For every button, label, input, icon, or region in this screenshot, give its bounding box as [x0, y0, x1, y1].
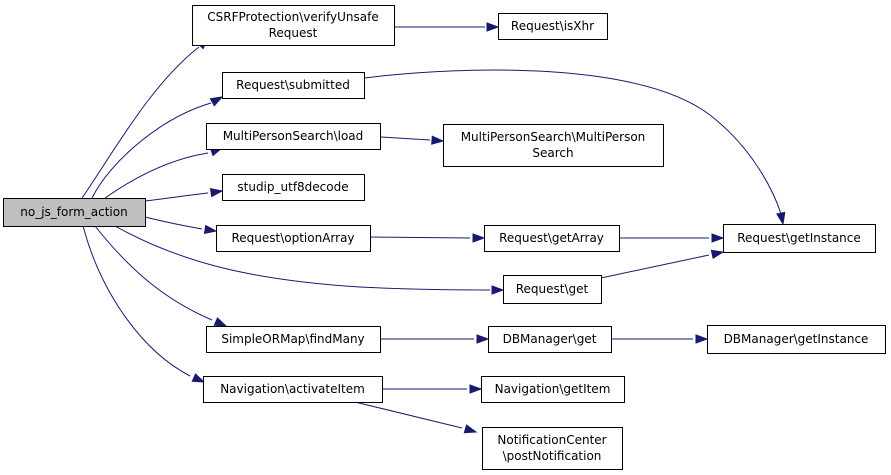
node-getitem[interactable]: Navigation\getItem: [481, 376, 625, 403]
node-box: [192, 5, 395, 46]
edge-optarr-to-getarr: [369, 233, 486, 243]
edge-root-to-submitted: [91, 96, 224, 199]
node-box: [481, 376, 625, 403]
node-box: [3, 198, 146, 227]
node-label: \postNotification: [503, 449, 602, 463]
node-label: Request\getArray: [499, 231, 604, 245]
node-activate[interactable]: Navigation\activateItem: [203, 376, 383, 403]
call-graph-edges: [81, 22, 786, 434]
edge-csrf-to-isxhr: [394, 22, 500, 32]
node-getarr[interactable]: Request\getArray: [484, 225, 620, 252]
node-label: Request\submitted: [236, 78, 350, 92]
node-notif[interactable]: NotificationCenter \postNotification: [482, 427, 623, 470]
call-graph-nodes: no_js_form_action CSRFProtection\verifyUn…: [3, 5, 886, 470]
node-label: CSRFProtection\verifyUnsafe: [207, 10, 378, 24]
node-label: Request: [269, 26, 318, 40]
node-box: [707, 325, 886, 354]
node-box: [222, 174, 365, 201]
edge-root-to-utf8: [144, 187, 224, 202]
node-label: DBManager\get: [503, 332, 597, 346]
node-utf8[interactable]: studip_utf8decode: [222, 174, 365, 201]
node-label: Request\get: [516, 282, 589, 296]
edge-reqget-to-getinst: [600, 249, 725, 279]
node-box: [503, 275, 602, 304]
node-label: DBManager\getInstance: [724, 332, 869, 346]
edge-root-to-reqget: [114, 225, 505, 295]
node-root[interactable]: no_js_form_action: [3, 198, 146, 227]
node-label: MultiPersonSearch\MultiPerson: [461, 130, 646, 144]
node-label: Navigation\getItem: [495, 382, 611, 396]
node-box: [203, 376, 383, 403]
edge-activate-to-notif: [354, 401, 478, 434]
node-optarr[interactable]: Request\optionArray: [216, 225, 371, 252]
node-label: Navigation\activateItem: [220, 382, 365, 396]
edge-root-to-optarr: [144, 216, 218, 235]
edge-submitted-to-getinst: [363, 69, 786, 226]
edge-root-to-findmany: [94, 225, 228, 327]
node-label: Request\isXhr: [511, 19, 594, 33]
edge-root-to-mpsload: [104, 147, 224, 199]
node-label: NotificationCenter: [497, 433, 606, 447]
edge-dbget-to-dbinst: [611, 334, 709, 344]
edge-mpsload-to-mps: [379, 135, 445, 145]
node-dbinst[interactable]: DBManager\getInstance: [707, 325, 886, 354]
edge-root-to-activate: [82, 225, 206, 383]
node-box: [206, 326, 381, 353]
edge-findmany-to-dbget: [380, 334, 490, 344]
node-label: SimpleORMap\findMany: [221, 332, 364, 346]
node-getinst[interactable]: Request\getInstance: [723, 224, 876, 253]
node-box: [222, 72, 365, 99]
node-dbget[interactable]: DBManager\get: [488, 326, 612, 353]
node-reqget[interactable]: Request\get: [503, 275, 602, 304]
node-isxhr[interactable]: Request\isXhr: [498, 13, 608, 40]
node-box: [443, 124, 664, 167]
node-label: studip_utf8decode: [237, 180, 348, 194]
node-label: MultiPersonSearch\load: [223, 129, 364, 143]
node-submitted[interactable]: Request\submitted: [222, 72, 365, 99]
node-box: [206, 123, 381, 150]
node-box: [484, 225, 620, 252]
node-label: Request\optionArray: [231, 231, 354, 245]
node-label: Request\getInstance: [737, 231, 861, 245]
edge-activate-to-getitem: [382, 384, 483, 394]
node-box: [498, 13, 608, 40]
node-mps[interactable]: MultiPersonSearch\MultiPersonSearch: [443, 124, 664, 167]
node-mpsload[interactable]: MultiPersonSearch\load: [206, 123, 381, 150]
node-box: [488, 326, 612, 353]
node-box: [723, 224, 876, 253]
node-findmany[interactable]: SimpleORMap\findMany: [206, 326, 381, 353]
edge-getarr-to-getinst: [619, 233, 725, 243]
node-label: Search: [532, 146, 573, 160]
node-box: [216, 225, 371, 252]
node-label: no_js_form_action: [20, 205, 127, 219]
node-box: [482, 427, 623, 470]
